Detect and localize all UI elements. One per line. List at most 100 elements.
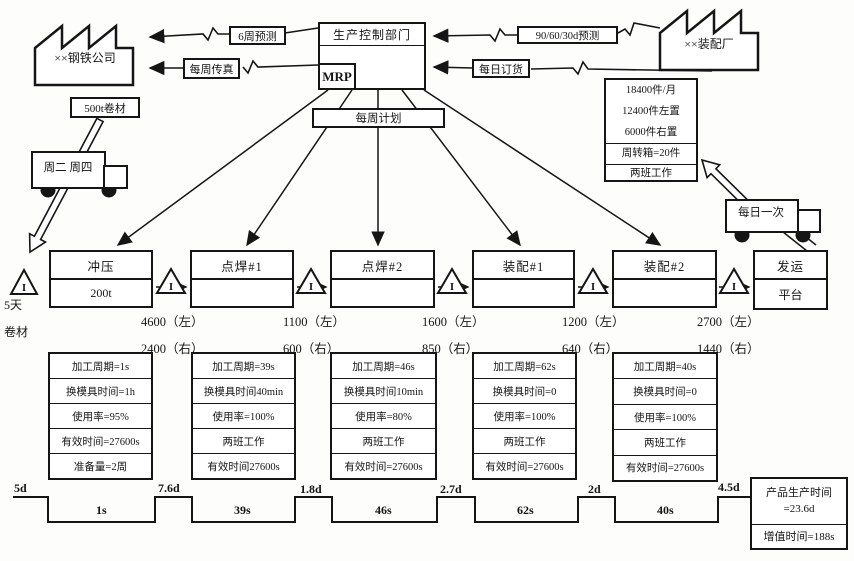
forecast-90-60-30-box: 90/60/30d预测 — [517, 26, 618, 44]
process-sub — [474, 280, 573, 306]
inventory-right: 2400（右） — [141, 342, 204, 356]
inventory-qty: 1600（左） 850（右） — [422, 309, 485, 363]
inventory-qty: 1100（左） 600（右） — [283, 309, 345, 363]
wait-time: 5d — [14, 481, 27, 495]
data-row: 使用率=80% — [332, 403, 435, 428]
demand-right: 6000件右置 — [624, 127, 678, 138]
process-title: 点焊#1 — [192, 252, 292, 280]
cycle-time: 39s — [234, 503, 251, 517]
value-added-time: 增值时间=188s — [763, 531, 835, 544]
inventory-left: 2700（左） — [697, 315, 760, 329]
steel-company-label: ××钢铁公司 — [54, 51, 116, 65]
demand-per-month: 18400件/月 — [625, 85, 677, 96]
inventory-left: 1600（左） — [422, 315, 485, 329]
daily-order-box: 每日订货 — [472, 59, 530, 78]
data-row: 准备量=2周 — [50, 453, 151, 478]
summary-box: 产品生产时间 =23.6d 增值时间=188s — [750, 477, 848, 550]
data-row: 换模具时间10min — [332, 378, 435, 403]
data-row: 有效时间27600s — [193, 453, 294, 478]
cycle-time: 46s — [375, 503, 392, 517]
left-truck-schedule: 周二 周四 — [43, 162, 93, 174]
data-row: 加工周期=46s — [352, 361, 415, 373]
data-row: 两班工作 — [193, 428, 294, 453]
assembly-plant-label: ××装配厂 — [684, 37, 734, 51]
cycle-time: 40s — [657, 503, 674, 517]
customer-info-box: 18400件/月 12400件左置 6000件右置 周转箱=20件 两班工作 — [604, 78, 698, 182]
inventory-right: 600（右） — [283, 342, 340, 356]
data-row: 两班工作 — [332, 428, 435, 453]
cycle-time: 62s — [517, 503, 534, 517]
left-truck-icon — [31, 151, 128, 198]
process-box-assembly1: 装配#1 — [472, 250, 575, 308]
weekly-plan-box: 每周计划 — [312, 108, 445, 128]
databox-weld2: 加工周期=46s 换模具时间10min 使用率=80% 两班工作 有效时间=27… — [330, 352, 437, 480]
process-sub — [614, 280, 715, 306]
data-row: 换模具时间40min — [193, 378, 294, 403]
data-row: 有效时间=27600s — [332, 453, 435, 478]
data-row: 使用率=100% — [614, 403, 716, 429]
data-row: 使用率=100% — [193, 403, 294, 428]
info-arrow-forecast90 — [432, 22, 661, 43]
production-control-box: 生产控制部门 MRP — [318, 22, 426, 90]
inventory-icon: I — [732, 281, 736, 293]
weekly-fax-box: 每周传真 — [183, 58, 240, 79]
demand-left: 12400件左置 — [622, 106, 680, 117]
data-row: 加工周期=40s — [633, 361, 697, 373]
coil-supply-box: 500t卷材 — [70, 97, 140, 118]
inventory-left: 4600（左） — [141, 315, 204, 329]
inventory-qty: 4600（左） 2400（右） — [141, 309, 204, 363]
raw-inventory-material: 卷材 — [4, 325, 29, 339]
data-row: 使用率=100% — [474, 403, 575, 428]
process-sub: 200t — [90, 285, 112, 300]
inventory-left: 1200（左） — [562, 315, 625, 329]
right-truck-schedule: 每日一次 — [738, 207, 784, 219]
data-row: 使用率=95% — [50, 403, 151, 428]
shipping-sub: 平台 — [778, 287, 803, 302]
right-truck-icon — [725, 199, 821, 243]
inventory-icon: I — [450, 281, 454, 293]
lead-time-value: =23.6d — [783, 503, 815, 516]
shipping-title: 发运 — [755, 252, 826, 280]
process-title: 装配#2 — [614, 252, 715, 280]
inventory-icon: I — [309, 281, 313, 293]
process-box-stamping: 冲压 200t — [49, 250, 153, 308]
wait-time: 2.7d — [440, 482, 462, 496]
data-row: 加工周期=1s — [71, 361, 130, 373]
data-row: 加工周期=62s — [493, 361, 556, 373]
databox-assembly2: 加工周期=40s 换模具时间=0 使用率=100% 两班工作 有效时间=2760… — [612, 352, 718, 482]
data-row: 加工周期=39s — [212, 361, 275, 373]
data-row: 换模具时间=0 — [614, 378, 716, 403]
lead-time-label: 产品生产时间 — [766, 487, 832, 500]
inventory-left: 1100（左） — [283, 315, 346, 329]
customer-shifts: 两班工作 — [630, 167, 672, 179]
inventory-triangles — [9, 267, 750, 295]
raw-inventory-days: 5天 — [4, 298, 23, 312]
databox-weld1: 加工周期=39s 换模具时间40min 使用率=100% 两班工作 有效时间27… — [191, 352, 296, 480]
process-title: 冲压 — [51, 252, 151, 280]
databox-stamping: 加工周期=1s 换模具时间=1h 使用率=95% 有效时间=27600s 准备量… — [48, 352, 153, 480]
wait-time: 2d — [588, 482, 601, 496]
data-row: 两班工作 — [614, 429, 716, 454]
mrp-box: MRP — [318, 63, 356, 90]
data-row: 有效时间=27600s — [614, 454, 716, 480]
wait-time: 4.5d — [718, 480, 740, 494]
assembly-factory-icon — [658, 8, 760, 72]
info-arrow-weekly-fax — [148, 59, 319, 76]
data-row: 有效时间=27600s — [50, 428, 151, 453]
data-row: 有效时间=27600s — [474, 453, 575, 478]
wait-time: 7.6d — [158, 481, 180, 495]
tray-size: 周转箱=20件 — [621, 147, 681, 159]
data-row: 两班工作 — [474, 428, 575, 453]
inventory-icon: I — [22, 282, 26, 294]
data-row: 换模具时间=1h — [50, 378, 151, 403]
wait-time: 1.8d — [300, 482, 322, 496]
process-box-assembly2: 装配#2 — [612, 250, 717, 308]
process-sub — [192, 280, 292, 306]
process-sub — [332, 280, 433, 306]
info-arrow-forecast6w — [148, 26, 319, 44]
forecast-6w-box: 6周预测 — [229, 26, 286, 45]
inventory-icon: I — [591, 281, 595, 293]
timeline-ladder — [13, 496, 750, 523]
